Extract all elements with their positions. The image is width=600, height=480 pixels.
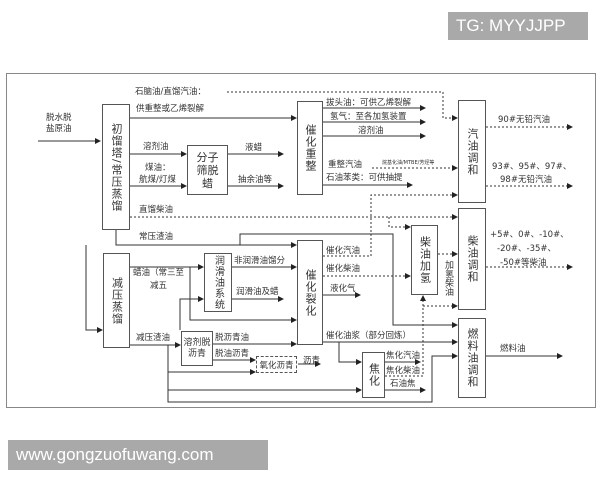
flow-atm-residue-fuel [239, 233, 458, 328]
flow-residue-coking [167, 372, 362, 393]
molecular-sieve-box: 分子筛脱蜡 [187, 145, 228, 195]
diesel-blend-label: 柴油调和 [466, 235, 479, 283]
label-straight-diesel: 直馏柴油 [139, 205, 174, 215]
label-alkylate: 烷基化油/MTBE/芳烃等 [382, 160, 435, 166]
label-aromatics: 石油苯类：可供抽提 [326, 173, 403, 183]
label-hydro-diesel: 加氢柴油 [443, 260, 453, 296]
atmospheric-distillation-box: 初馏塔/常压蒸馏 [102, 104, 130, 230]
flow-to-vacuum [85, 245, 103, 333]
label-lube-wax: 润滑油及蜡 [236, 287, 279, 297]
label-deoiled-asphalt: 脱油沥青 [215, 349, 250, 359]
gasoline-blend-label: 汽油调和 [466, 127, 479, 176]
flow-slurry-coking [338, 342, 362, 365]
label-gas93-2: 98#无铅汽油 [500, 175, 552, 185]
atmospheric-distillation-label: 初馏塔/常压蒸馏 [110, 122, 123, 212]
label-kerosene-1: 煤油： [145, 163, 171, 173]
label-fcc-gasoline: 催化汽油 [326, 246, 361, 256]
coking-box: 焦化 [362, 352, 385, 398]
flow-naphtha-gasoline [227, 91, 458, 121]
label-wax-oil-2: 减五 [150, 281, 168, 291]
catalytic-reforming-label: 催化重整 [304, 124, 317, 172]
label-diesel-3: -50#等柴油 [500, 258, 547, 268]
flow-wax-to-fcc [189, 267, 297, 323]
watermark-top: TG: MYYJJPP [448, 12, 588, 40]
flow-fcc-gasoline [323, 192, 458, 257]
flow-residue-fuel [167, 353, 458, 403]
vacuum-distillation-box: 减压蒸馏 [103, 253, 130, 348]
label-lpg: 液化气 [330, 284, 356, 294]
label-liquid-wax: 液蜡 [245, 143, 263, 153]
molecular-sieve-label: 分子筛脱蜡 [196, 150, 219, 190]
label-gas90: 90#无铅汽油 [498, 115, 550, 125]
gasoline-blend-box: 汽油调和 [458, 100, 486, 203]
oxidized-asphalt-label: 氧化沥青 [259, 360, 294, 371]
label-diesel-1: +5#、0#、-10#、 [490, 230, 569, 240]
label-vac-residue: 减压渣油 [136, 333, 171, 343]
label-coker-gasoline: 焦化汽油 [386, 351, 421, 361]
label-non-lube: 非润滑油馏分 [234, 256, 286, 266]
fuel-blend-box: 燃料油调和 [458, 318, 486, 398]
flow-coker-diesel [385, 295, 426, 377]
label-kerosene-2: 航煤/灯煤 [139, 175, 176, 185]
deasphalting-label: 溶剂脱沥青 [183, 337, 211, 359]
coking-label: 焦化 [367, 363, 381, 387]
diesel-blend-box: 柴油调和 [458, 208, 486, 310]
label-naphtha-2: 供重整或乙烯裂解 [136, 104, 205, 114]
catalytic-reforming-box: 催化重整 [297, 101, 323, 195]
label-diesel-2: -20#、-35#、 [497, 244, 557, 254]
label-hydrogen: 氢气：至各加氢装置 [330, 112, 407, 122]
label-raffinate: 抽余油等 [238, 175, 273, 185]
watermark-bottom: www.gongzuofuwang.com [8, 440, 268, 470]
label-solvent-oil: 溶剂油 [143, 142, 169, 152]
label-atm-residue: 常压渣油 [139, 232, 174, 242]
flow-diesel-hydro [388, 217, 411, 230]
label-topping-oil: 拔头油：可供乙烯裂解 [326, 98, 412, 108]
lube-system-label: 润滑油系统 [212, 255, 224, 310]
flow-atm-residue [115, 230, 297, 248]
catalytic-cracking-label: 催化裂化 [304, 268, 317, 317]
label-crude-2: 盐原油 [46, 124, 72, 134]
label-wax-oil-1: 蜡油（常三至 [133, 268, 185, 278]
label-coker-diesel: 焦化柴油 [386, 366, 421, 376]
label-crude-1: 脱水脱 [46, 113, 72, 123]
label-reformate: 重整汽油 [328, 160, 363, 170]
lube-system-box: 润滑油系统 [204, 253, 232, 312]
fuel-blend-label: 燃料油调和 [466, 328, 479, 388]
catalytic-cracking-box: 催化裂化 [297, 240, 323, 345]
diesel-hydro-box: 柴油加氢 [411, 225, 438, 295]
diesel-hydro-label: 柴油加氢 [418, 236, 432, 284]
deasphalting-box: 溶剂脱沥青 [181, 331, 213, 366]
label-naphtha-1: 石脑油/直馏汽油： [135, 87, 206, 97]
flow-to-lube [179, 296, 204, 330]
label-pet-coke: 石油焦 [390, 379, 416, 389]
diagram-frame [6, 73, 596, 408]
label-gas93-1: 93#、95#、97#、 [492, 162, 572, 172]
oxidized-asphalt-box: 氧化沥青 [256, 356, 297, 373]
vacuum-distillation-label: 减压蒸馏 [110, 276, 124, 325]
label-dao: 脱沥青油 [215, 333, 250, 343]
label-reform-solvent: 溶剂油 [358, 126, 384, 136]
label-asphalt: 沥青 [303, 356, 321, 366]
label-fuel-oil: 燃料油 [500, 344, 526, 354]
label-fcc-diesel: 催化柴油 [326, 264, 361, 274]
label-slurry: 催化油浆（部分回炼） [326, 331, 412, 341]
